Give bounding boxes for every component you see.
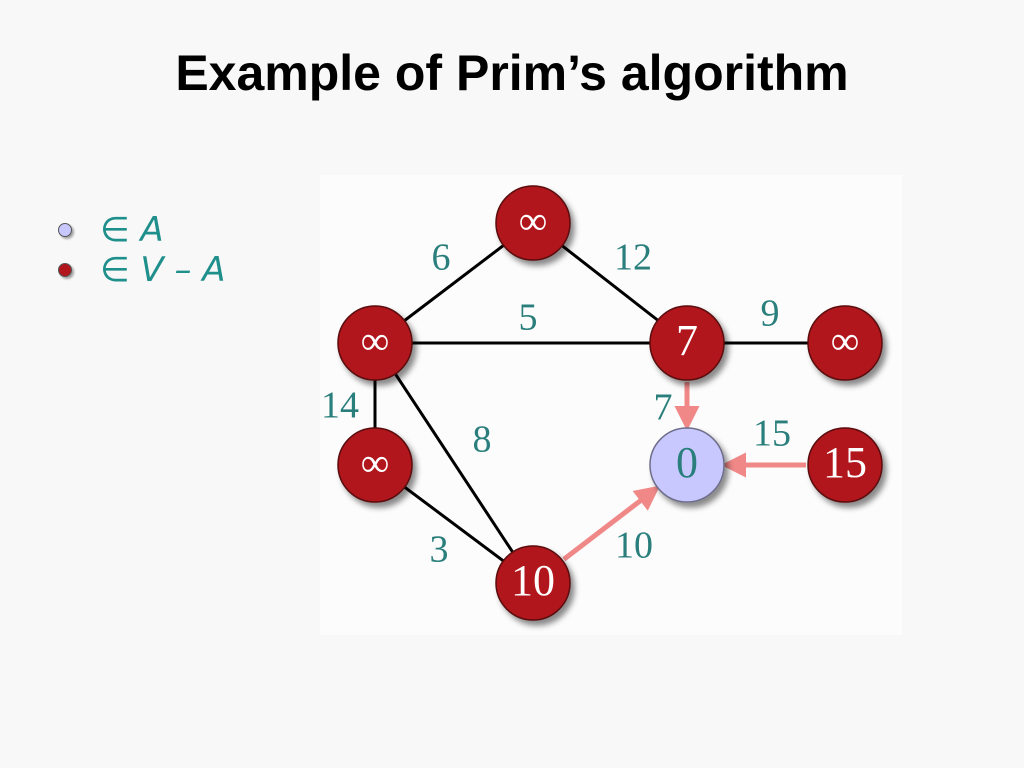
non-tree-node-circle [807, 427, 883, 503]
graph-node: 0 [649, 427, 725, 503]
node-key-label: 10 [511, 556, 555, 605]
node-key-label: 7 [676, 316, 698, 365]
legend-item-not-in-tree: ∈ V – A [58, 250, 226, 290]
edge-weight-label: 15 [753, 413, 791, 455]
graph-node: ∞ [337, 427, 413, 503]
edge-weight-label: 14 [321, 385, 359, 427]
non-tree-node-circle [649, 305, 725, 381]
node-key-label: 0 [676, 438, 698, 487]
node-key-label: 15 [823, 438, 867, 487]
legend-item-in-tree: ∈ A [58, 210, 226, 250]
graph-node: ∞ [337, 305, 413, 381]
non-tree-node-circle [337, 427, 413, 503]
edge-weight-label: 3 [430, 529, 449, 571]
legend: ∈ A ∈ V – A [58, 210, 226, 290]
graph-node: ∞ [807, 305, 883, 381]
graph-canvas: 6 12 5 9 14 8 3 7 15 10 ∞ ∞ 7 ∞ ∞ 0 15 10 [320, 175, 902, 635]
graph-node: 7 [649, 305, 725, 381]
page-title: Example of Prim’s algorithm [175, 45, 849, 101]
node-key-label: ∞ [361, 440, 390, 485]
edge-weight-label: 5 [519, 297, 538, 339]
node-key-label: ∞ [361, 318, 390, 363]
edge-weight-label: 9 [761, 293, 780, 335]
edge-weight-label: 8 [473, 419, 492, 461]
node-key-label: ∞ [519, 198, 548, 243]
tree-node-circle [649, 427, 725, 503]
non-tree-node-circle [495, 545, 571, 621]
red-node-icon [58, 263, 72, 277]
graph-edge [562, 485, 661, 562]
graph-node: 15 [807, 427, 883, 503]
graph-node: ∞ [495, 185, 571, 261]
non-tree-node-circle [807, 305, 883, 381]
edge-weight-label: 12 [614, 237, 652, 279]
legend-label: ∈ A [100, 210, 164, 250]
node-key-label: ∞ [831, 318, 860, 363]
non-tree-node-circle [337, 305, 413, 381]
non-tree-node-circle [495, 185, 571, 261]
edge-weight-label: 7 [654, 387, 673, 429]
graph-node: 10 [495, 545, 571, 621]
edge-weight-label: 6 [432, 237, 451, 279]
graph-edge [373, 342, 535, 584]
legend-label: ∈ V – A [100, 250, 226, 290]
graph-diagram: 6 12 5 9 14 8 3 7 15 10 ∞ ∞ 7 ∞ ∞ 0 15 10 [321, 185, 883, 621]
edge-weight-label: 10 [615, 525, 653, 567]
light-node-icon [58, 223, 72, 237]
